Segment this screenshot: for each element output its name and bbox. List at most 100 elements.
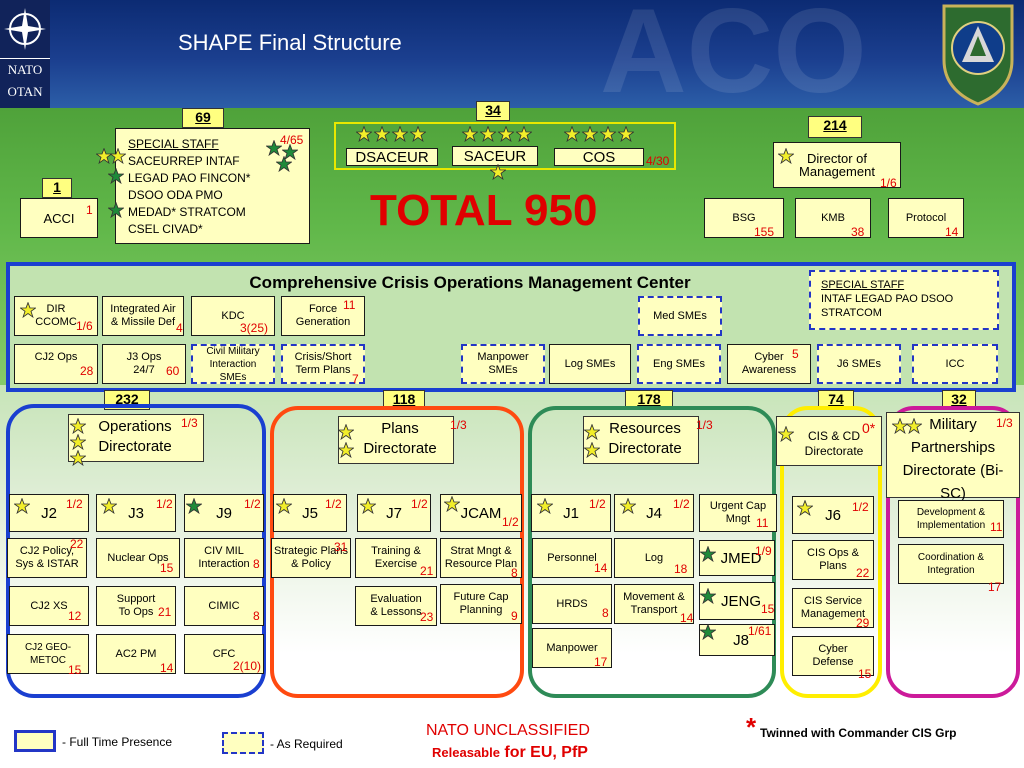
cj2-xs-num: 12	[68, 609, 82, 623]
j3-ops-box: J3 Ops 24/7	[102, 344, 186, 384]
res-num: 1/3	[696, 418, 713, 432]
coord-integ-box: Coordination & Integration	[898, 544, 1004, 584]
j8-num: 1/61	[748, 624, 772, 638]
total-label: TOTAL 950	[370, 186, 598, 235]
star-icon	[700, 588, 716, 604]
bsg-num: 155	[754, 225, 775, 239]
releasable-scope: for EU, PfP	[504, 744, 588, 761]
star-icon	[906, 418, 922, 434]
protocol-box: Protocol	[888, 198, 964, 238]
kmb-box: KMB	[795, 198, 871, 238]
dom-box: Director of Management	[773, 142, 901, 188]
movement-num: 14	[680, 611, 694, 625]
ccomc-special-staff: SPECIAL STAFF INTAF LEGAD PAO DSOO STRAT…	[809, 270, 999, 330]
cj2-ops-box: CJ2 Ops	[14, 344, 98, 384]
jcam-box: JCAM	[440, 494, 522, 532]
star-icon	[490, 164, 506, 180]
support-ops-num: 21	[158, 605, 172, 619]
cj2-ops-num: 28	[80, 364, 94, 378]
plans-directorate-box: Plans Directorate	[338, 416, 454, 464]
j3-box: J3	[96, 494, 176, 532]
evaluation-box: Evaluation & Lessons	[355, 586, 437, 626]
hrds-num: 8	[602, 606, 609, 620]
star-icon	[356, 126, 372, 142]
ops-directorate-box: Operations Directorate	[68, 414, 204, 462]
iamd-box: Integrated Air & Missile Def	[102, 296, 184, 336]
kmb-num: 38	[851, 225, 865, 239]
j5-box: J5	[273, 494, 347, 532]
j9-num: 1/2	[244, 497, 261, 511]
compass-rose-icon	[4, 8, 46, 50]
star-icon	[700, 546, 716, 562]
cos-box: COS	[554, 148, 644, 166]
releasable-word: Releasable	[432, 745, 500, 760]
star-icon	[110, 148, 126, 164]
nato-otan-text: NATO OTAN	[0, 58, 50, 103]
star-icon	[266, 140, 282, 156]
j9-box: J9	[184, 494, 264, 532]
ops-num: 1/3	[181, 416, 198, 430]
special-staff-count: 69	[182, 108, 224, 128]
special-staff-line: CSEL CIVAD*	[128, 222, 203, 236]
special-staff-title: SPECIAL STAFF	[128, 137, 219, 151]
personnel-box: Personnel	[532, 538, 612, 578]
strategic-plans-num: 31	[334, 540, 348, 554]
res-directorate-box: Resources Directorate	[583, 416, 699, 464]
star-icon	[797, 500, 813, 516]
force-gen-box: Force Generation	[281, 296, 365, 336]
star-icon	[70, 434, 86, 450]
star-icon	[537, 498, 553, 514]
command-frame	[334, 122, 676, 170]
dom-count: 214	[808, 116, 862, 138]
jmed-box: JMED	[699, 540, 775, 576]
star-icon	[276, 156, 292, 172]
training-box: Training & Exercise	[355, 538, 437, 578]
civ-mil-box: CIV MIL Interaction	[184, 538, 264, 578]
cimic-num: 8	[253, 609, 260, 623]
jmed-num: 1/9	[755, 544, 772, 558]
movement-box: Movement & Transport	[614, 584, 694, 624]
nato-logo: NATO OTAN	[0, 0, 50, 108]
star-icon	[582, 126, 598, 142]
bsg-box: BSG	[704, 198, 784, 238]
icc-box: ICC	[912, 344, 998, 384]
star-icon	[70, 450, 86, 466]
legend-asreq-label: - As Required	[270, 737, 343, 751]
jcam-num: 1/2	[502, 515, 519, 529]
special-staff-box: SPECIAL STAFF SACEURREP INTAF LEGAD PAO …	[115, 128, 310, 244]
star-icon	[700, 624, 716, 640]
star-icon	[498, 126, 514, 142]
star-icon	[462, 126, 478, 142]
cis-num: 0*	[862, 420, 876, 436]
mil-frame	[886, 406, 1020, 698]
urgent-cap-box: Urgent Cap Mngt	[699, 494, 777, 532]
civ-mil-interaction-box: Civil Military Interaction SMEs	[191, 344, 275, 384]
jeng-num: 15	[761, 602, 775, 616]
j3-ops-num: 60	[166, 364, 180, 378]
cj2-policy-box: CJ2 Policy, Sys & ISTAR	[7, 538, 87, 578]
acci-box: ACCI	[20, 198, 98, 238]
footnote-text: Twinned with Commander CIS Grp	[760, 726, 957, 740]
plans-num: 1/3	[450, 418, 467, 432]
cis-ops-box: CIS Ops & Plans	[792, 540, 874, 580]
star-icon	[564, 126, 580, 142]
acci-num: 1	[86, 203, 93, 217]
cis-service-num: 29	[856, 616, 870, 630]
dev-impl-num: 11	[990, 520, 1003, 534]
cis-ops-num: 22	[856, 566, 870, 580]
protocol-num: 14	[945, 225, 959, 239]
star-icon	[108, 202, 124, 218]
legend-full-label: - Full Time Presence	[62, 735, 173, 749]
j5-num: 1/2	[325, 497, 342, 511]
classification-label: NATO UNCLASSIFIED	[426, 722, 590, 739]
star-icon	[360, 498, 376, 514]
star-icon	[392, 126, 408, 142]
ccomc-special-line: INTAF LEGAD PAO DSOO	[821, 293, 954, 305]
mil-directorate-box: Military Partnerships Directorate (Bi-SC…	[886, 412, 1020, 502]
j7-box: J7	[357, 494, 431, 532]
j6-num: 1/2	[852, 500, 869, 514]
dir-ccomc-num: 1/6	[76, 319, 93, 333]
star-icon	[516, 126, 532, 142]
cj2-xs-box: CJ2 XS	[9, 586, 89, 626]
special-staff-num: 4/65	[280, 133, 304, 147]
